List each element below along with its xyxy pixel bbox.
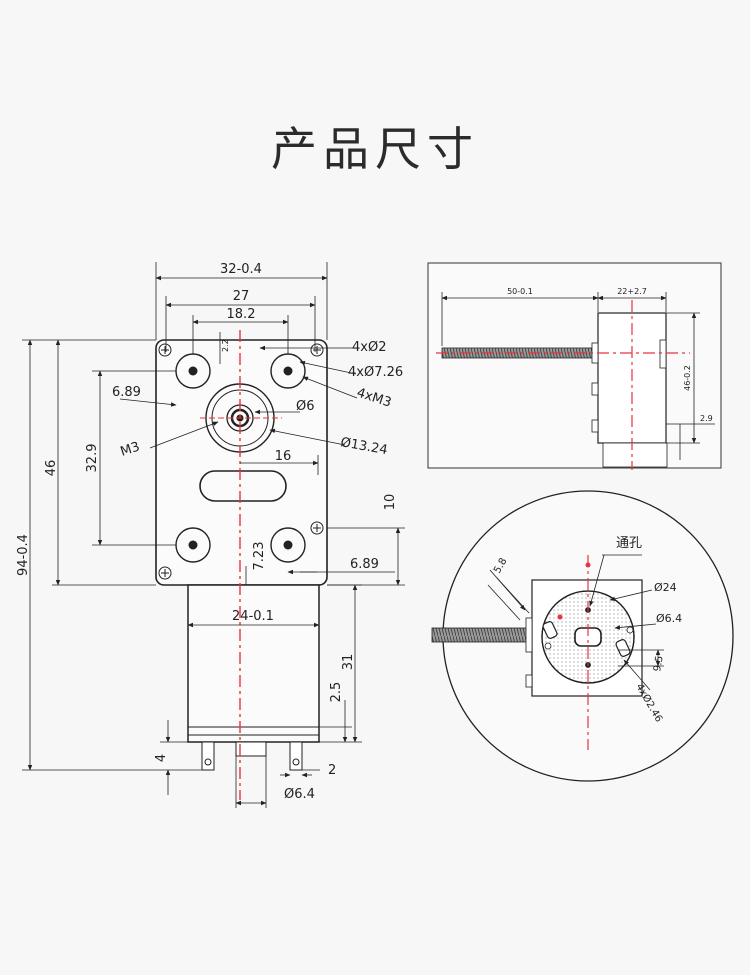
label-through-hole: 通孔 — [616, 536, 642, 551]
end-view: 通孔 5.8 Ø24 Ø6.4 9.5 4xØ2.46 — [431, 490, 734, 782]
page-title: 产品尺寸 — [271, 121, 479, 176]
dim-width-overall: 32-0.4 — [220, 262, 262, 277]
side-view-frame — [427, 262, 722, 469]
dim-step: 2.9 — [700, 414, 713, 423]
dim-terminal-length: 4 — [154, 754, 169, 762]
dim-boss-offset: 7.23 — [252, 542, 267, 571]
dim-terminal-height: 2.5 — [329, 682, 344, 703]
end-lead-screw — [431, 627, 533, 643]
front-view-labels: 32-0.4 27 18.2 2.2 4xØ2 4xØ7.26 4xM3 6.8… — [16, 262, 403, 802]
dim-hole-span-inner: 18.2 — [227, 307, 256, 322]
terminal — [201, 741, 215, 771]
label-holes-m2: 4xØ2 — [352, 340, 386, 355]
dim-motor-length: 31 — [341, 654, 356, 671]
dim-small-vertical: 2.2 — [221, 339, 230, 352]
label-holes-726: 4xØ7.26 — [348, 365, 403, 380]
gearbox-body — [155, 339, 328, 586]
mount-hole — [270, 527, 306, 563]
front-view — [22, 262, 405, 808]
dim-body-width: 22+2.7 — [617, 287, 647, 296]
corner-screw — [310, 343, 324, 357]
dim-slot-length: 16 — [275, 449, 292, 464]
dim-body-height: 46-0.2 — [683, 365, 692, 391]
corner-screw — [310, 521, 324, 535]
slot — [199, 470, 287, 502]
dim-left-offset: 6.89 — [112, 385, 141, 400]
dim-right-offset: 6.89 — [350, 557, 379, 572]
corner-screw — [158, 566, 172, 580]
dim-motor-dia: 24-0.1 — [232, 609, 274, 624]
motor-can — [187, 584, 320, 743]
dim-end-outer-dia: Ø24 — [654, 581, 677, 594]
side-motor — [602, 442, 668, 468]
dim-bottom-offset: 10 — [383, 494, 398, 511]
end-boss — [235, 741, 267, 757]
dim-height-gearbox: 46 — [44, 460, 59, 477]
dim-end-boss-dia: Ø6.4 — [656, 612, 682, 625]
dim-end-boss-dia: Ø6.4 — [284, 787, 315, 802]
terminal — [289, 741, 303, 771]
corner-screw — [158, 343, 172, 357]
dim-total-height: 94-0.4 — [16, 534, 31, 576]
label-thread: M3 — [119, 440, 142, 460]
side-view: 50-0.1 22+2.7 46-0.2 2.9 — [427, 262, 722, 470]
dim-screw-length: 50-0.1 — [507, 287, 533, 296]
label-shaft-dia: Ø6 — [296, 399, 315, 414]
dim-hole-span-outer: 27 — [233, 289, 250, 304]
dim-height-holes: 32.9 — [85, 444, 100, 473]
dim-end-offset2: 9.5 — [652, 655, 666, 673]
dim-terminal-width: 2 — [328, 763, 336, 778]
label-holes-m3: 4xM3 — [355, 386, 393, 411]
label-boss-dia: Ø13.24 — [339, 435, 388, 458]
